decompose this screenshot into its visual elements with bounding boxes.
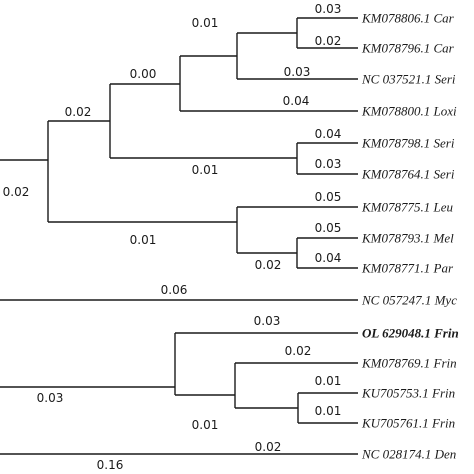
branch-length-label: 0.03 — [284, 65, 311, 79]
taxon-label: NC 057247.1 Myc — [361, 293, 457, 308]
branch-length-label: 0.02 — [65, 105, 92, 119]
taxon-label: KM078771.1 Par — [361, 261, 454, 276]
branch-length-label: 0.02 — [3, 185, 30, 199]
branch-length-label: 0.01 — [315, 374, 342, 388]
branch-length-label: 0.05 — [315, 190, 342, 204]
branch-length-label: 0.04 — [283, 94, 310, 108]
taxon-label: KU705761.1 Frin — [361, 416, 455, 431]
branch-length-label: 0.00 — [130, 67, 157, 81]
branch-length-label: 0.01 — [130, 233, 157, 247]
taxon-label: KM078793.1 Mel — [361, 231, 454, 246]
branch-length-label: 0.05 — [315, 221, 342, 235]
branch-length-label: 0.02 — [255, 258, 282, 272]
branch-length-label: 0.01 — [315, 404, 342, 418]
taxon-label: KM078798.1 Seri — [361, 136, 455, 151]
branch-length-labels: 0.03 0.02 0.01 0.03 0.00 0.04 0.02 0.04 0.03 0.01… — [3, 2, 342, 472]
taxon-label: KM078769.1 Frin — [361, 356, 457, 371]
taxon-label: KM078800.1 Loxi — [361, 104, 457, 119]
branch-length-label: 0.03 — [254, 314, 281, 328]
branch-length-label: 0.03 — [315, 2, 342, 16]
taxon-label: NC 037521.1 Seri — [361, 72, 456, 87]
taxon-label: OL 629048.1 Frin — [362, 326, 459, 341]
branch-length-label: 0.16 — [97, 458, 124, 472]
branch-length-label: 0.04 — [315, 251, 342, 265]
taxon-label: KM078775.1 Leu — [361, 200, 454, 215]
branch-length-label: 0.02 — [285, 344, 312, 358]
taxon-label: KM078796.1 Car — [361, 41, 455, 56]
branch-length-label: 0.03 — [37, 391, 64, 405]
taxon-label: NC 028174.1 Den — [361, 447, 456, 462]
branch-length-label: 0.02 — [255, 440, 282, 454]
taxon-label: KM078764.1 Seri — [361, 167, 455, 182]
branch-length-label: 0.04 — [315, 127, 342, 141]
branch-length-label: 0.03 — [315, 157, 342, 171]
tree-branches — [0, 17, 358, 455]
branch-length-label: 0.01 — [192, 418, 219, 432]
branch-length-label: 0.01 — [192, 16, 219, 30]
branch-length-label: 0.02 — [315, 34, 342, 48]
branch-length-label: 0.06 — [161, 283, 188, 297]
taxon-label: KU705753.1 Frin — [361, 386, 455, 401]
branch-length-label: 0.01 — [192, 163, 219, 177]
taxon-label: KM078806.1 Car — [361, 11, 455, 26]
